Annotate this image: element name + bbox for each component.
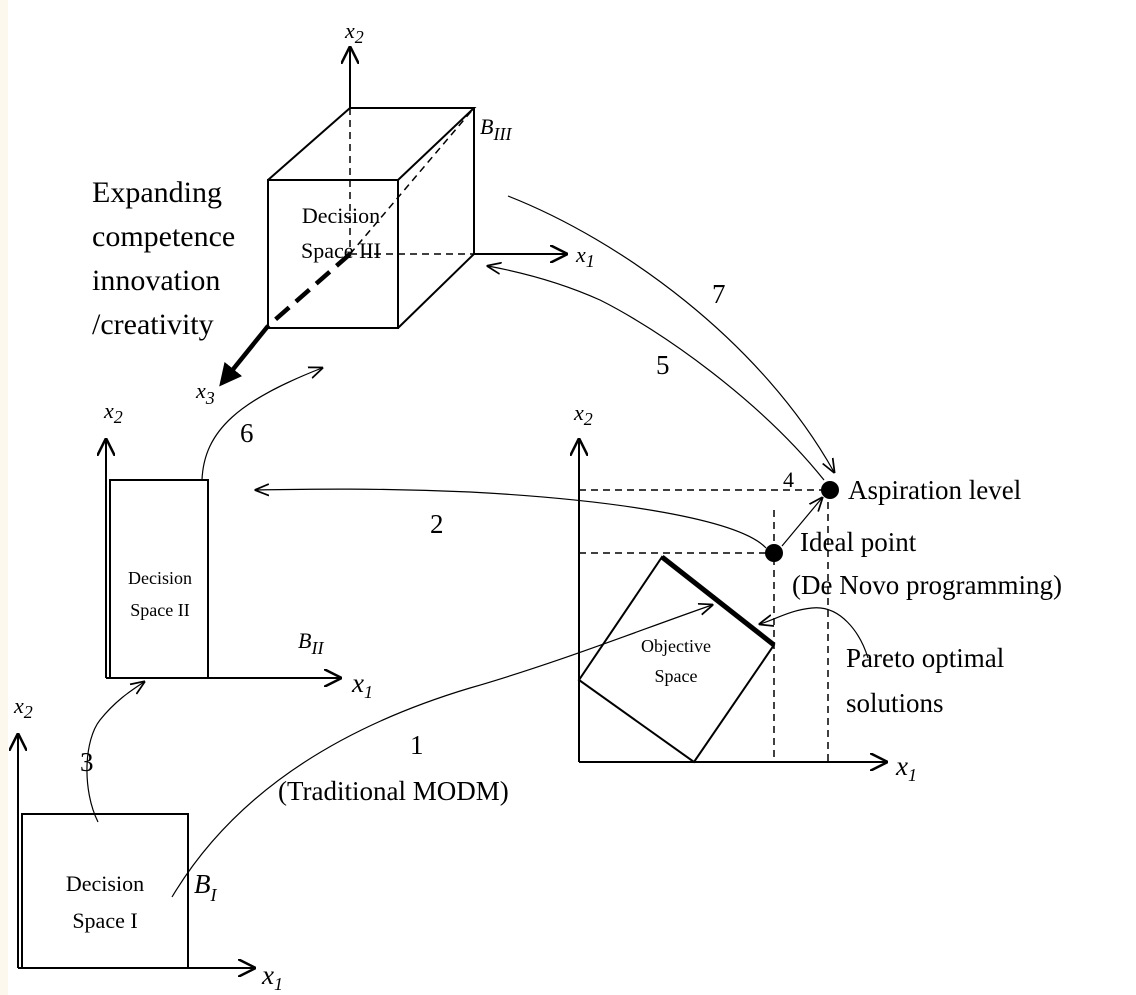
pareto-annotation: Pareto optimal solutions [760,607,1004,718]
ideal-label: Ideal point [800,527,917,557]
arrow-5 [488,266,825,481]
space3-diag-hidden [349,107,475,255]
aspiration-point [821,481,839,499]
space1-box [21,813,189,969]
objective-x2-label: x2 [573,400,593,429]
space3-x3-axis [219,324,270,387]
space2-x2-label: x2 [103,398,123,427]
space2-label-line2: Space II [130,600,189,620]
objective-label-line2: Space [655,666,698,686]
arrow-6 [201,368,322,481]
pareto-label-line2: solutions [846,688,944,718]
space3-label-line1: Decision [302,203,380,228]
expanding-competence-text: Expanding competence innovation /creativ… [92,176,235,341]
arrow-7-label: 7 [712,279,726,309]
key-points: Aspiration level Ideal point (De Novo pr… [765,467,1062,600]
arrow-4-label: 4 [783,467,794,492]
space3-x3-label: x3 [195,378,215,408]
bound-b2-label: BII [298,628,324,658]
expanding-line2: competence [92,220,235,253]
expanding-line4: /creativity [92,308,214,341]
space3-label-line2: Space III [301,238,381,263]
space1-label-line2: Space I [72,908,137,933]
space3-x2-label: x2 [344,18,364,47]
arrow-7 [507,195,834,472]
space2-box [109,479,209,679]
arrow-4 [781,498,822,547]
arrow-6-label: 6 [240,418,254,448]
decision-space-3: x2 x1 x3 BIII Decision Space III [195,18,595,408]
pareto-front [660,555,776,647]
space2-x1-label: x1 [351,668,373,702]
cube-side-face [397,108,475,329]
arrow-1 [171,605,712,898]
objective-space: x2 x1 Objective Space [573,400,917,785]
pareto-label-line1: Pareto optimal [846,643,1004,673]
arrow-1-label: 1 [410,730,424,760]
arrow-5-label: 5 [656,350,670,380]
space3-x1-label: x1 [575,242,595,271]
arrow-2-label: 2 [430,509,444,539]
space1-x1-label: x1 [261,960,283,994]
ideal-point [765,544,783,562]
cube-top-face [267,107,477,181]
aspiration-label: Aspiration level [848,475,1021,505]
decision-space-1: x2 x1 BI Decision Space I [13,693,283,994]
bound-b3-label: BIII [480,114,512,144]
objective-x1-label: x1 [895,751,917,785]
arrow-1-sublabel: (Traditional MODM) [278,776,509,806]
diagram-background [8,0,1136,995]
expanding-line1: Expanding [92,176,222,209]
arrow-2 [256,489,767,549]
de-novo-label: (De Novo programming) [792,570,1062,600]
space2-label-line1: Decision [128,568,192,588]
pareto-pointer [760,607,869,659]
arrow-3-label: 3 [80,747,94,777]
space1-x2-label: x2 [13,693,33,722]
space1-label-line1: Decision [66,871,144,896]
objective-label-line1: Objective [641,636,711,656]
expanding-line3: innovation [92,264,220,297]
bound-b1-label: BI [194,869,218,905]
space3-x3-axis-hidden [266,252,352,328]
arrow-3 [86,682,144,823]
decision-space-2: x2 x1 BII Decision Space II [103,398,373,702]
connecting-arrows: 1 (Traditional MODM) 2 3 5 6 7 [80,195,834,898]
